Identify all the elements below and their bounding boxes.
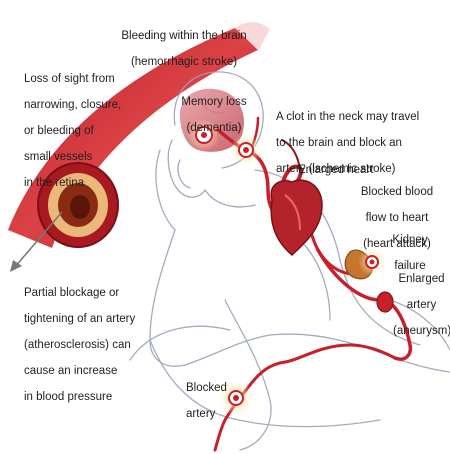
label-ischemic-stroke: A clot in the neck may travel to the bra… <box>276 98 450 189</box>
aneurysm <box>376 291 394 313</box>
pressure-arrow <box>10 211 63 272</box>
label-kidney-failure: Kidney failure <box>385 221 435 286</box>
label-line: A clot in the neck may travel <box>276 111 420 123</box>
label-atherosclerosis: Partial blockage or tightening of an art… <box>24 274 174 417</box>
enlarged-heart <box>270 179 323 257</box>
label-line: (hemorrhagic stroke) <box>130 56 238 68</box>
label-line: to the brain and block an <box>276 137 402 149</box>
label-line: in blood pressure <box>24 391 113 403</box>
artery-cross-section <box>8 22 270 248</box>
label-line: cause an increase <box>24 365 118 377</box>
label-line: (aneurysm) <box>393 325 450 337</box>
label-line: Bleeding within the brain <box>121 30 247 42</box>
label-loss-of-sight: Loss of sight from narrowing, closure, o… <box>24 60 164 203</box>
label-line: artery (ischemic stroke) <box>276 163 396 175</box>
label-line: in the retina <box>24 177 85 189</box>
label-memory-loss: Memory loss (dementia) <box>176 83 252 148</box>
label-line: Enlarged <box>398 273 445 285</box>
label-line: artery <box>406 299 437 311</box>
label-line: tightening of an artery <box>24 313 136 325</box>
label-line: Enlarged heart <box>298 164 374 176</box>
label-line: Memory loss <box>181 96 247 108</box>
label-line: flow to heart <box>365 212 429 224</box>
label-line: or bleeding of <box>24 125 94 137</box>
label-line: (heart attack) <box>363 238 431 250</box>
highlight-markers <box>188 119 386 416</box>
label-line: (atherosclerosis) can <box>24 339 131 351</box>
label-blocked-artery: Blocked artery <box>186 369 246 434</box>
label-line: Blocked <box>186 382 227 394</box>
label-hemorrhagic-stroke: Bleeding within the brain (hemorrhagic s… <box>106 17 262 82</box>
label-heart-attack: Blocked blood flow to heart (heart attac… <box>354 173 440 264</box>
label-line: artery <box>186 408 216 420</box>
label-line: Loss of sight from <box>24 73 115 85</box>
label-line: failure <box>394 260 426 272</box>
label-line: Kidney <box>392 234 428 246</box>
label-line: small vessels <box>24 151 93 163</box>
label-line: (dementia) <box>186 122 242 134</box>
label-line: Blocked blood <box>360 186 434 198</box>
label-line: Partial blockage or <box>24 287 120 299</box>
label-line: narrowing, closure, <box>24 99 122 111</box>
label-aneurysm: Enlarged artery (aneurysm) <box>393 260 450 351</box>
label-enlarged-heart: Enlarged heart <box>298 151 408 190</box>
